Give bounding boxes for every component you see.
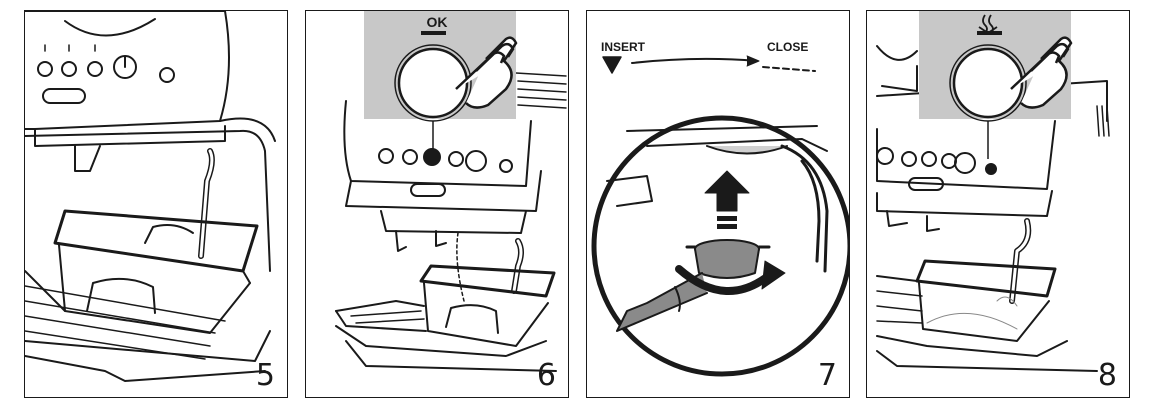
step-7-panel: INSERT CLOSE xyxy=(586,10,850,398)
up-arrow-icon xyxy=(704,170,750,212)
step-8-illustration xyxy=(876,11,1110,372)
step-6-panel: OK 6 xyxy=(305,10,569,398)
ok-label: OK xyxy=(427,14,448,30)
close-label: CLOSE xyxy=(767,40,808,54)
step-5-illustration xyxy=(25,11,276,382)
step-number: 6 xyxy=(536,358,556,393)
step-6-illustration: OK xyxy=(335,11,567,372)
step-8-panel: 8 xyxy=(866,10,1130,398)
insert-label: INSERT xyxy=(601,40,646,54)
steam-icon xyxy=(978,14,998,35)
insert-arrow-icon xyxy=(602,56,622,74)
rotate-arrow-icon xyxy=(761,260,786,290)
step-7-illustration: INSERT CLOSE xyxy=(591,40,849,377)
step-number: 8 xyxy=(1097,358,1117,393)
step-number: 5 xyxy=(255,358,275,393)
step-5-panel: 5 xyxy=(24,10,288,398)
step-number: 7 xyxy=(817,358,837,393)
